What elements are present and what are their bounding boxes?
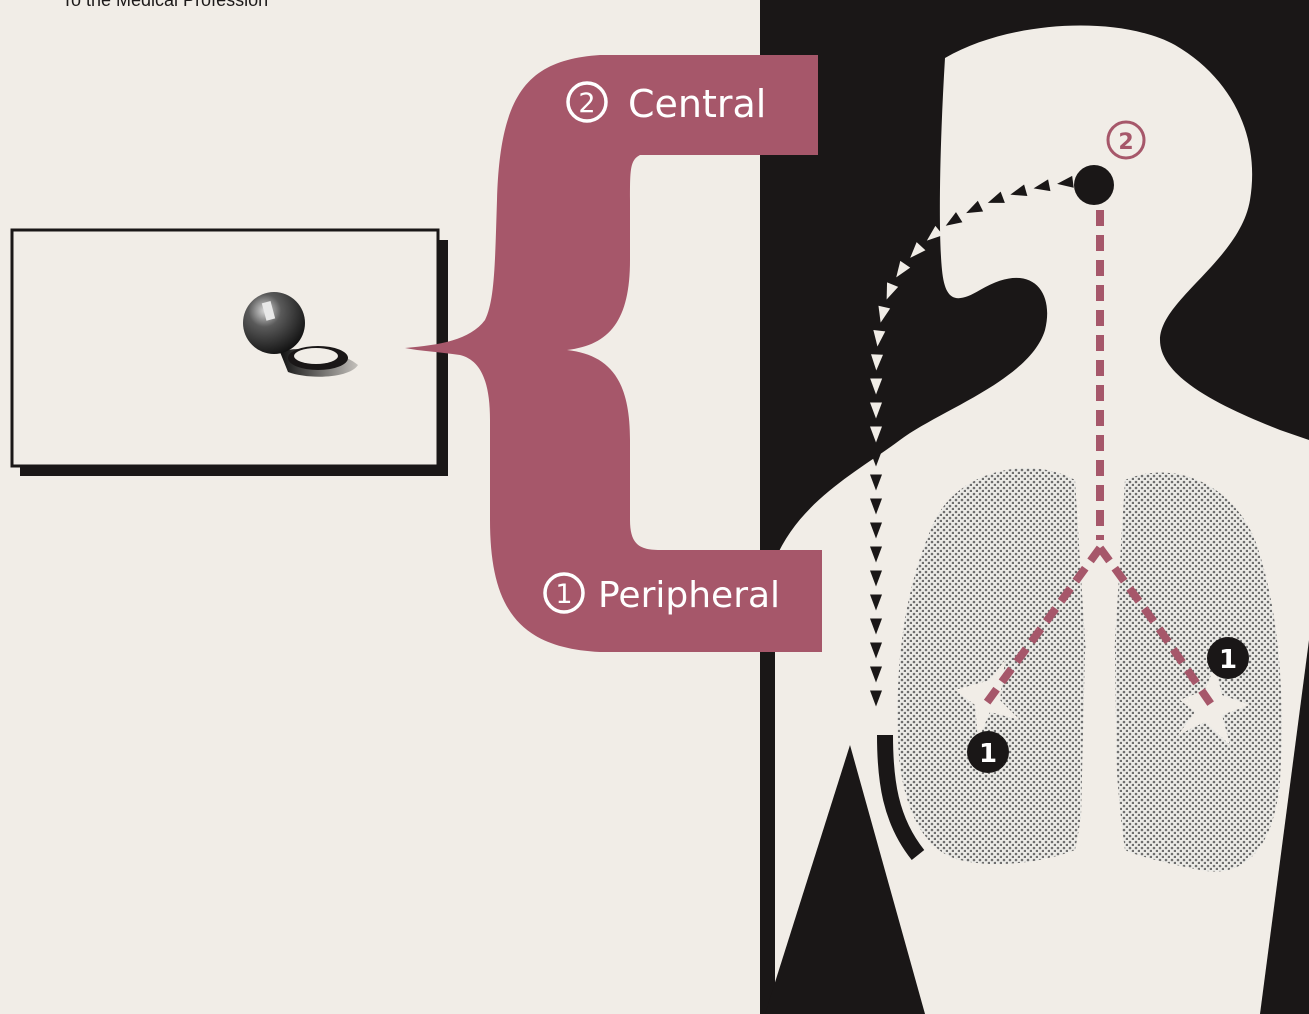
ring — [294, 348, 338, 364]
central-number: 2 — [578, 88, 595, 119]
peripheral-number: 1 — [555, 579, 572, 610]
central-node — [1074, 165, 1114, 205]
stimulus-box — [12, 230, 438, 466]
brace-shape — [405, 55, 822, 652]
right-marker: 1 — [1219, 645, 1237, 675]
left-marker: 1 — [979, 739, 997, 769]
central-label: Central — [628, 82, 766, 126]
peripheral-label: Peripheral — [598, 575, 780, 616]
top-caption: To the Medical Profession — [62, 0, 268, 10]
ball — [243, 292, 305, 354]
central-marker: 2 — [1118, 130, 1133, 155]
lung-midline — [1080, 635, 1118, 860]
